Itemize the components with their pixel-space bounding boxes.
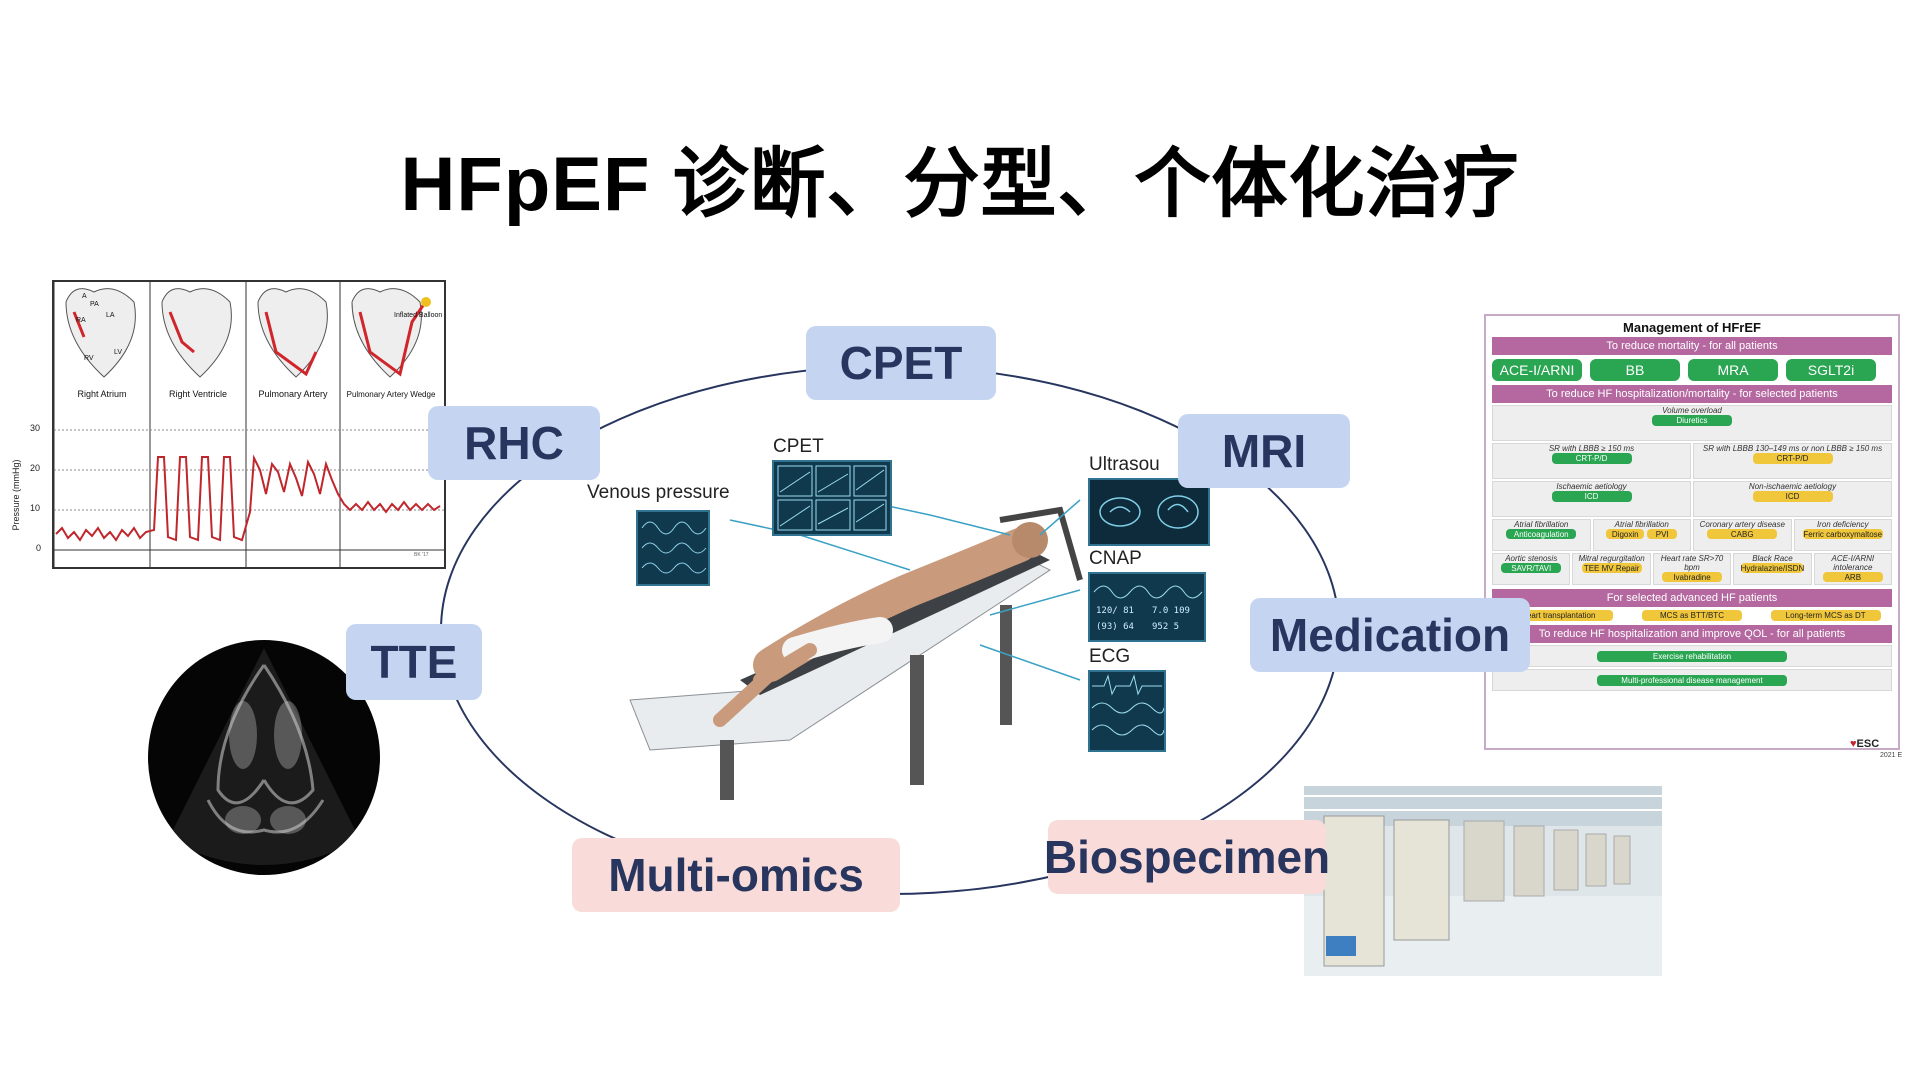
mcs-btt-pill: MCS as BTT/BTC [1641,610,1742,621]
mitral-label: Mitral regurgitation [1578,554,1645,563]
pill-bb: BB [1590,359,1680,381]
biobank-freezer-photo [1304,786,1662,976]
node-rhc: RHC [428,406,600,480]
icd-pill-2: ICD [1752,491,1833,502]
la-label: LA [106,312,115,319]
chamber-label-pa: Pulmonary Artery [258,389,328,399]
esc-logo: ♥ESC [1850,738,1879,750]
esc-band-qol: To reduce HF hospitalization and improve… [1492,625,1892,643]
ra-label: RA [76,317,86,324]
mcs-dt-pill: Long-term MCS as DT [1770,610,1881,621]
cnap-value-r1b: 7.0 109 [1152,606,1190,616]
rhc-ytick-30: 30 [30,423,41,433]
pvi-pill: PVI [1647,529,1678,539]
rhc-ytick-0: 0 [36,543,42,553]
cnap-value-r2b: 952 5 [1152,622,1180,632]
anticoagulation-pill: Anticoagulation [1506,529,1577,539]
rhc-yaxis: Pressure (mmHg) [10,435,24,565]
crt-pd-pill-1: CRT-P/D [1551,453,1632,464]
lv-label: LV [114,349,122,356]
ecg-monitor [1088,670,1166,752]
pa-label: PA [90,301,99,308]
rv-label: RV [84,355,94,362]
sr-lbbb-130-label: SR with LBBB 130–149 ms or non LBBB ≥ 15… [1702,444,1883,453]
af-label-1: Atrial fibrillation [1514,520,1569,529]
esc-logo-text: ESC [1856,738,1880,750]
acei-intolerance-label: ACE-I/ARNI intolerance [1831,554,1875,572]
tee-pill: TEE MV Repair [1581,563,1642,573]
rhc-tracing-chart: RA RV LA LV PA A Inflated Balloon Right … [54,282,444,567]
node-mri: MRI [1178,414,1350,488]
cabg-pill: CABG [1707,529,1778,539]
heart-transplant-pill: Heart transplantation [1503,610,1614,621]
hr-label: Heart rate SR>70 bpm [1660,554,1724,572]
rhc-pressure-figure: RA RV LA LV PA A Inflated Balloon Right … [52,280,446,569]
af-label-2: Atrial fibrillation [1614,520,1669,529]
cnap-monitor: 120/ 81 7.0 109 (93) 64 952 5 [1088,572,1206,642]
ultrasound-monitor [1088,478,1210,546]
pill-mra: MRA [1688,359,1778,381]
rhc-ytick-10: 10 [30,503,41,513]
ischaemic-label: Ischaemic aetiology [1556,482,1627,491]
node-multi-omics: Multi-omics [572,838,900,912]
volume-overload-label: Volume overload [1662,406,1722,415]
aorta-label: A [82,293,87,300]
page-title: HFpEF 诊断、分型、个体化治疗 [400,142,1520,227]
chamber-label-ra: Right Atrium [77,389,126,399]
cpet-monitor-label: CPET [773,436,824,457]
cnap-label: CNAP [1089,548,1142,569]
exercise-pill: Exercise rehabilitation [1597,650,1787,662]
cpet-monitor [772,460,892,536]
node-cpet: CPET [806,326,996,400]
chamber-label-rv: Right Ventricle [169,389,227,399]
esc-band-selected: To reduce HF hospitalization/mortality -… [1492,385,1892,403]
hydralazine-pill: Hydralazine/ISDN [1740,563,1805,573]
multiprofessional-pill: Multi-professional disease management [1597,674,1787,686]
rhc-credit: BK '17 [414,552,429,558]
esc-band-mortality: To reduce mortality - for all patients [1492,337,1892,355]
cnap-value-r2a: (93) 64 [1096,622,1134,632]
crt-pd-pill-2: CRT-P/D [1752,453,1833,464]
venous-monitor [636,510,710,586]
iron-label: Iron deficiency [1816,520,1869,529]
cad-label: Coronary artery disease [1699,520,1785,529]
ivabradine-pill: Ivabradine [1662,572,1723,582]
echo-image [148,640,380,875]
esc-year: 2021 E [1880,752,1903,759]
rhc-yaxis-label: Pressure (mmHg) [11,459,21,531]
esc-title: Management of HFrEF [1623,320,1761,335]
node-biospecimen: Biospecimen [1044,820,1330,894]
cpet-setup-illustration [610,440,1190,830]
esc-band-advanced: For selected advanced HF patients [1492,589,1892,607]
ultrasound-label: Ultrasou [1089,454,1160,475]
diuretics-pill: Diuretics [1652,415,1732,426]
black-race-label: Black Race [1752,554,1793,563]
rhc-ytick-20: 20 [30,463,41,473]
node-tte: TTE [346,624,482,700]
chamber-label-paw: Pulmonary Artery Wedge [347,390,436,399]
esc-guideline-figure: Management of HFrEF To reduce mortality … [1484,314,1900,750]
nonischaemic-label: Non-ischaemic aetiology [1748,482,1837,491]
savr-pill: SAVR/TAVI [1501,563,1562,573]
pill-acei-arni: ACE-I/ARNI [1492,359,1582,381]
aortic-label: Aortic stenosis [1505,554,1558,563]
sr-lbbb-150-label: SR with LBBB ≥ 150 ms [1548,444,1635,453]
ecg-label: ECG [1089,646,1131,667]
balloon-label: Inflated Balloon [394,312,442,319]
heart-icon: ♥ [1850,738,1857,750]
arb-pill: ARB [1822,572,1883,582]
digoxin-pill: Digoxin [1606,529,1645,539]
cnap-value-r1a: 120/ 81 [1096,606,1134,616]
pill-sglt2i: SGLT2i [1786,359,1876,381]
icd-pill-1: ICD [1551,491,1632,502]
node-medication: Medication [1250,598,1530,672]
venous-pressure-label: Venous pressure [587,482,730,503]
ferric-pill: Ferric carboxymaltose [1802,529,1883,539]
